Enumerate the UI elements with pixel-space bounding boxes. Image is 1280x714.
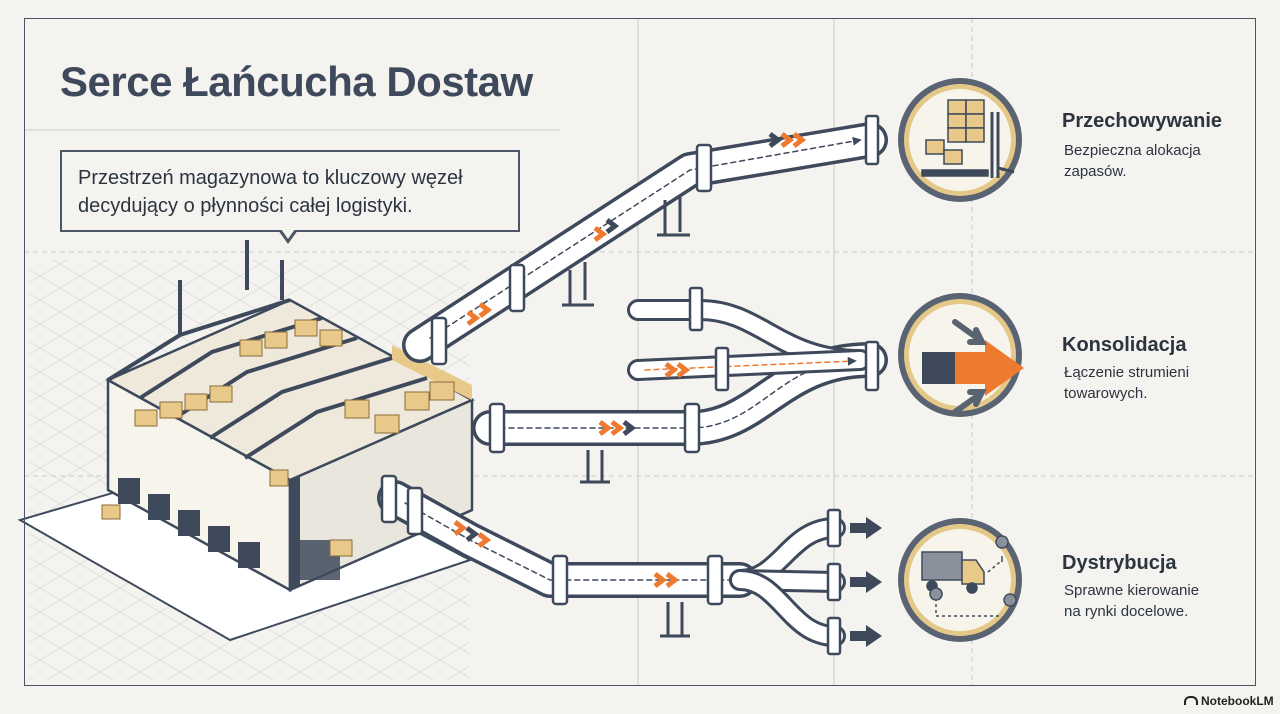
consolidation-desc-line-2: towarowych. [1064, 385, 1148, 402]
logo-text: NotebookLM [1201, 694, 1274, 708]
consolidation-desc-line-1: Łączenie strumieni [1064, 364, 1190, 381]
callout-tail-inner [281, 229, 295, 239]
pipe-consolidation-chevrons [598, 362, 691, 436]
pipe-consolidation-flanges [488, 286, 880, 454]
consolidation-title: Konsolidacja [1062, 334, 1187, 356]
notebooklm-logo: NotebookLM [1184, 694, 1274, 708]
page-title: Serce Łańcucha Dostaw [60, 58, 533, 105]
callout-line-1: Przestrzeń magazynowa to kluczowy węzeł [78, 167, 463, 189]
pipe-storage-supports [562, 195, 690, 307]
callout-box: Przestrzeń magazynowa to kluczowy węzeł … [60, 150, 520, 232]
pallet-forklift-icon [921, 99, 1015, 178]
distribution-description: Sprawne kierowanie na rynki docelowe. [1064, 580, 1254, 622]
pipe-distribution-support [660, 602, 690, 638]
distribution-icon-badge [898, 518, 1022, 642]
storage-title: Przechowywanie [1062, 110, 1223, 132]
pipe-distribution [377, 480, 846, 647]
pipe-consolidation-support [580, 450, 610, 484]
notebooklm-logo-icon [1184, 696, 1198, 705]
storage-description: Bezpieczna alokacja zapasów. [1064, 140, 1254, 182]
pipe-storage-flanges [430, 114, 880, 366]
warehouse-building [17, 240, 475, 642]
distribution-output-arrows [850, 517, 882, 647]
storage-desc-line-2: zapasów. [1064, 163, 1127, 180]
consolidation-icon-badge [898, 293, 1024, 417]
consolidation-description: Łączenie strumieni towarowych. [1064, 362, 1254, 404]
outer-frame [24, 18, 1256, 686]
distribution-desc-line-1: Sprawne kierowanie [1064, 582, 1200, 599]
distribution-desc-line-2: na rynki docelowe. [1064, 603, 1189, 620]
pipe-distribution-chevrons [453, 520, 680, 588]
callout-line-2: decydujący o płynności całej logistyki. [78, 195, 413, 217]
storage-desc-line-1: Bezpieczna alokacja [1064, 142, 1201, 159]
truck-route-icon [921, 535, 1017, 617]
pipe-storage-chevrons [466, 132, 807, 326]
pipe-distribution-flanges [380, 474, 842, 656]
distribution-title: Dystrybucja [1062, 552, 1177, 574]
merge-arrows-icon [922, 319, 1024, 415]
storage-icon-badge [898, 78, 1022, 202]
